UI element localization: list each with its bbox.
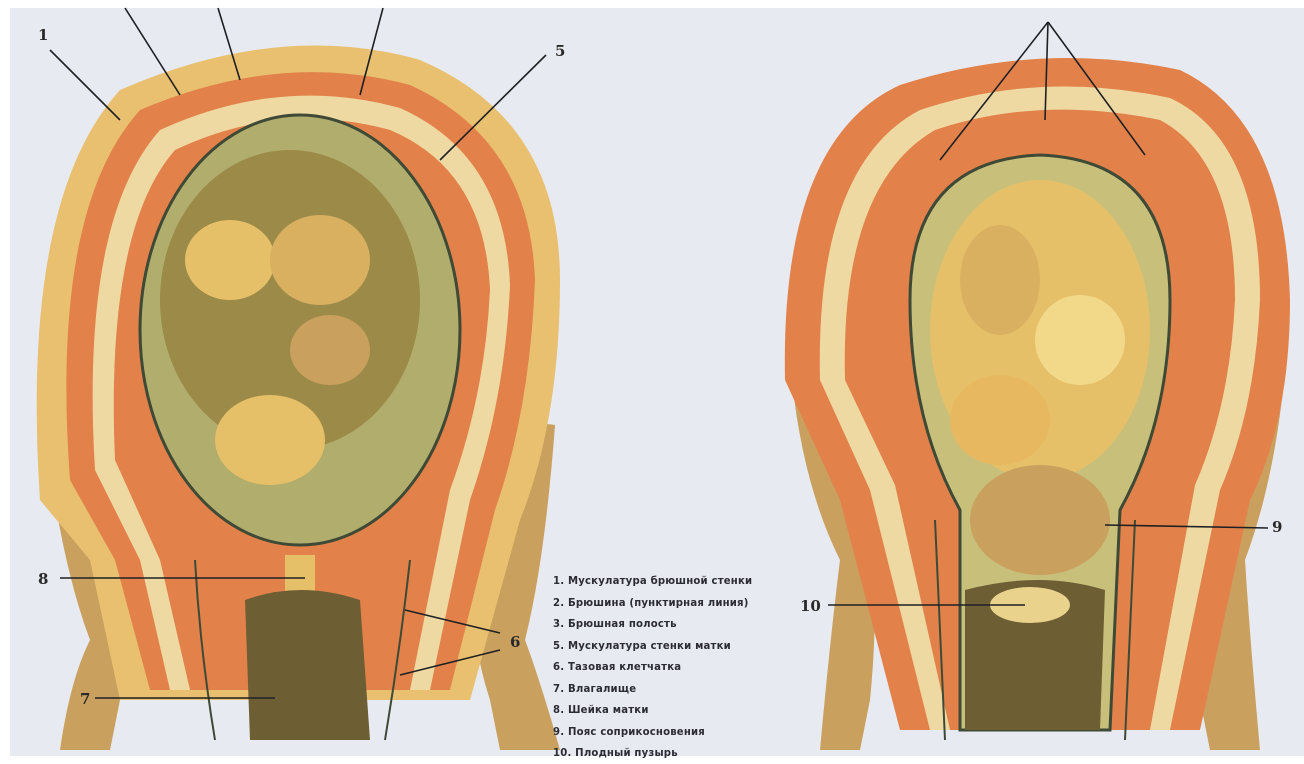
label-number-8: 8 — [38, 570, 48, 588]
legend-item: 7. Влагалище — [553, 678, 752, 700]
left-uterus-drawing — [37, 45, 560, 750]
legend-item: 2. Брюшина (пунктирная линия) — [553, 592, 752, 614]
label-number-10: 10 — [800, 597, 821, 615]
label-number-6: 6 — [510, 633, 520, 651]
label-number-1: 1 — [38, 26, 48, 44]
legend-item: 9. Пояс соприкосновения — [553, 721, 752, 743]
label-number-9: 9 — [1272, 518, 1282, 536]
legend-item: 8. Шейка матки — [553, 699, 752, 721]
legend-item: 5. Мускулатура стенки матки — [553, 635, 752, 657]
label-number-5: 5 — [555, 42, 565, 60]
legend-item: 10. Плодный пузырь — [553, 742, 752, 764]
right-uterus-drawing — [785, 58, 1290, 750]
legend-item: 1. Мускулатура брюшной стенки — [553, 570, 752, 592]
legend-item: 3. Брюшная полость — [553, 613, 752, 635]
legend-item: 6. Тазовая клетчатка — [553, 656, 752, 678]
legend: 1. Мускулатура брюшной стенки 2. Брюшина… — [553, 570, 752, 764]
label-number-7: 7 — [80, 690, 90, 708]
